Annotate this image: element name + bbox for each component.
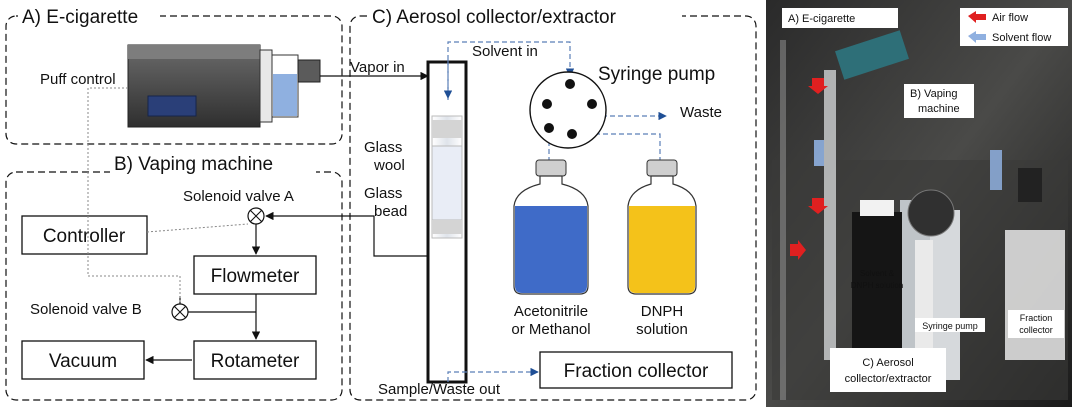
acetonitrile-label-1: Acetonitrile	[514, 303, 588, 320]
solvent-in-label: Solvent in	[472, 43, 538, 60]
glass-wool-label-2: wool	[373, 157, 405, 174]
solenoid-valve-b-label: Solenoid valve B	[30, 301, 142, 318]
photo-ecig-label: A) E-cigarette	[788, 13, 855, 25]
photo-solvent-flow-label: Solvent flow	[992, 32, 1051, 44]
photo-air-flow-label: Air flow	[992, 12, 1028, 24]
acetonitrile-bottle-icon	[513, 159, 589, 295]
section-aerosol-collector-title: C) Aerosol collector/extractor	[372, 7, 617, 28]
waste-label: Waste	[680, 104, 722, 121]
solenoid-valve-b-icon	[171, 303, 189, 321]
section-e-cigarette-border	[5, 15, 343, 145]
glass-bead-label-2: bead	[374, 203, 407, 220]
fraction-collector-box	[539, 351, 733, 389]
section-vaping-machine: B) Vaping machine Solenoid valve A Solen…	[5, 87, 343, 401]
section-vaping-machine-title: B) Vaping machine	[114, 154, 273, 175]
dnph-bottle-icon	[627, 159, 697, 295]
vacuum-box	[21, 340, 145, 380]
section-aerosol-collector: C) Aerosol collector/extractor Vapor in …	[265, 5, 757, 401]
photo-aerosol-label-2: collector/extractor	[845, 373, 932, 385]
photo-aerosol-label-1: C) Aerosol	[862, 357, 913, 369]
photo-fraction-label-1: Fraction	[1020, 313, 1053, 323]
glass-bead-label-1: Glass	[364, 185, 402, 202]
photo-vaping-label-2: machine	[918, 103, 960, 115]
fraction-collector-label: Fraction collector	[564, 361, 709, 382]
photo-fraction-label-2: collector	[1019, 325, 1053, 335]
vaping-connections	[145, 224, 261, 365]
dnph-label-2: solution	[636, 321, 688, 338]
column-to-valve-line	[265, 211, 428, 257]
photo-panel: A) E-cigarette Air flow Solvent flow B) …	[766, 0, 1072, 407]
solvent-dashed-lines	[443, 41, 667, 382]
controller-label: Controller	[43, 226, 126, 247]
solvent-flow-icon	[968, 31, 986, 43]
photo-syringe-label: Syringe pump	[922, 321, 978, 331]
e-cigarette-device-icon	[127, 44, 321, 128]
solenoid-valve-a-icon	[247, 207, 265, 225]
glass-wool-label-1: Glass	[364, 139, 402, 156]
sample-waste-out-label: Sample/Waste out	[378, 381, 501, 398]
vapor-in-label: Vapor in	[350, 59, 405, 76]
photo-solvent-label-1: Solvent &	[860, 269, 895, 278]
flowmeter-label: Flowmeter	[211, 266, 300, 287]
section-e-cigarette: A) E-cigarette Puff control	[5, 5, 343, 145]
puff-control-label: Puff control	[40, 71, 116, 88]
section-e-cigarette-title: A) E-cigarette	[22, 7, 138, 28]
rotameter-box	[193, 340, 317, 380]
dnph-label-1: DNPH	[641, 303, 684, 320]
syringe-pump-valve-icon	[529, 71, 607, 149]
vacuum-label: Vacuum	[49, 351, 117, 372]
photo-vaping-label-1: B) Vaping	[910, 88, 958, 100]
rotameter-label: Rotameter	[211, 351, 300, 372]
solenoid-valve-a-label: Solenoid valve A	[183, 188, 294, 205]
flowmeter-box	[193, 255, 317, 295]
acetonitrile-label-2: or Methanol	[511, 321, 590, 338]
controller-box	[21, 215, 148, 255]
control-signal-lines	[87, 87, 249, 304]
syringe-pump-label: Syringe pump	[598, 64, 715, 85]
photo-solvent-label-2: DNPH solution	[851, 281, 903, 290]
collection-column	[426, 60, 468, 384]
air-flow-icon	[968, 11, 986, 23]
